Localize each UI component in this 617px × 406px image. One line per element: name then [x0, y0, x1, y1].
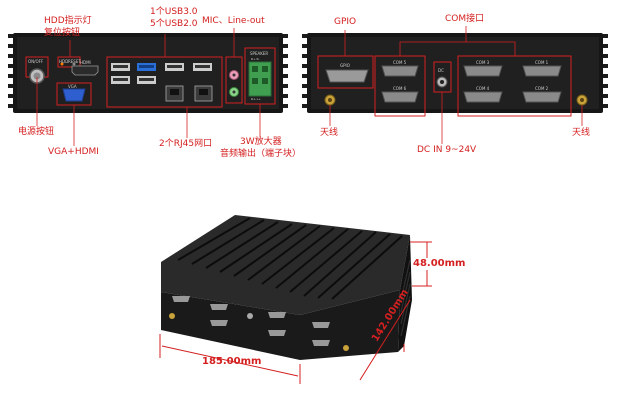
gpio-text: GPIO [340, 63, 350, 68]
reset-text: RESET [68, 59, 81, 64]
width-dimension: 185.00mm [202, 356, 262, 367]
onoff-text: ON/OFF [28, 59, 44, 64]
dc-text: DC [438, 68, 444, 73]
gpio-label: GPIO [334, 17, 357, 27]
com5-text: COM 5 [393, 60, 407, 65]
com3-text: COM 3 [476, 60, 490, 65]
com-group-label: COM接口 [445, 14, 485, 24]
audio-label: MIC、Line-out [202, 16, 265, 26]
dc-input-label: DC IN 9~24V [417, 145, 477, 155]
rear-panel [302, 33, 608, 117]
speaker-l-text: R-L L+ [251, 97, 261, 101]
antenna-right-label: 天线 [572, 128, 591, 138]
reset-highlight [57, 56, 81, 68]
com1-text: COM 1 [535, 60, 549, 65]
height-dimension: 48.00mm [413, 258, 466, 269]
reset-button-label: 复位按钮 [44, 28, 81, 38]
hdmi-text: HDMI [80, 60, 91, 65]
usb20-label: 5个USB2.0 [150, 19, 198, 29]
vga-hdmi-label: VGA+HDMI [48, 147, 99, 157]
front-panel [8, 33, 288, 113]
hdd-text: HDD [59, 59, 69, 64]
usb30-label: 1个USB3.0 [150, 7, 198, 17]
speaker-text: SPEAKER [250, 51, 269, 56]
com6-text: COM 6 [393, 86, 407, 91]
amp-label: 3W放大器 [240, 137, 282, 147]
audio-out-label: 音频输出（端子块） [220, 149, 302, 159]
power-button-label: 电源按钮 [18, 127, 55, 137]
rj45-label: 2个RJ45网口 [159, 139, 213, 149]
hdd-indicator-label: HDD指示灯 [44, 16, 92, 26]
com2-text: COM 2 [535, 86, 549, 91]
chassis-3d [161, 215, 412, 360]
antenna-left-label: 天线 [320, 128, 339, 138]
vga-text: VGA [68, 84, 77, 89]
com4-text: COM 4 [476, 86, 490, 91]
usb-highlight [106, 56, 223, 108]
speaker-r-text: R+ R- [251, 57, 260, 61]
